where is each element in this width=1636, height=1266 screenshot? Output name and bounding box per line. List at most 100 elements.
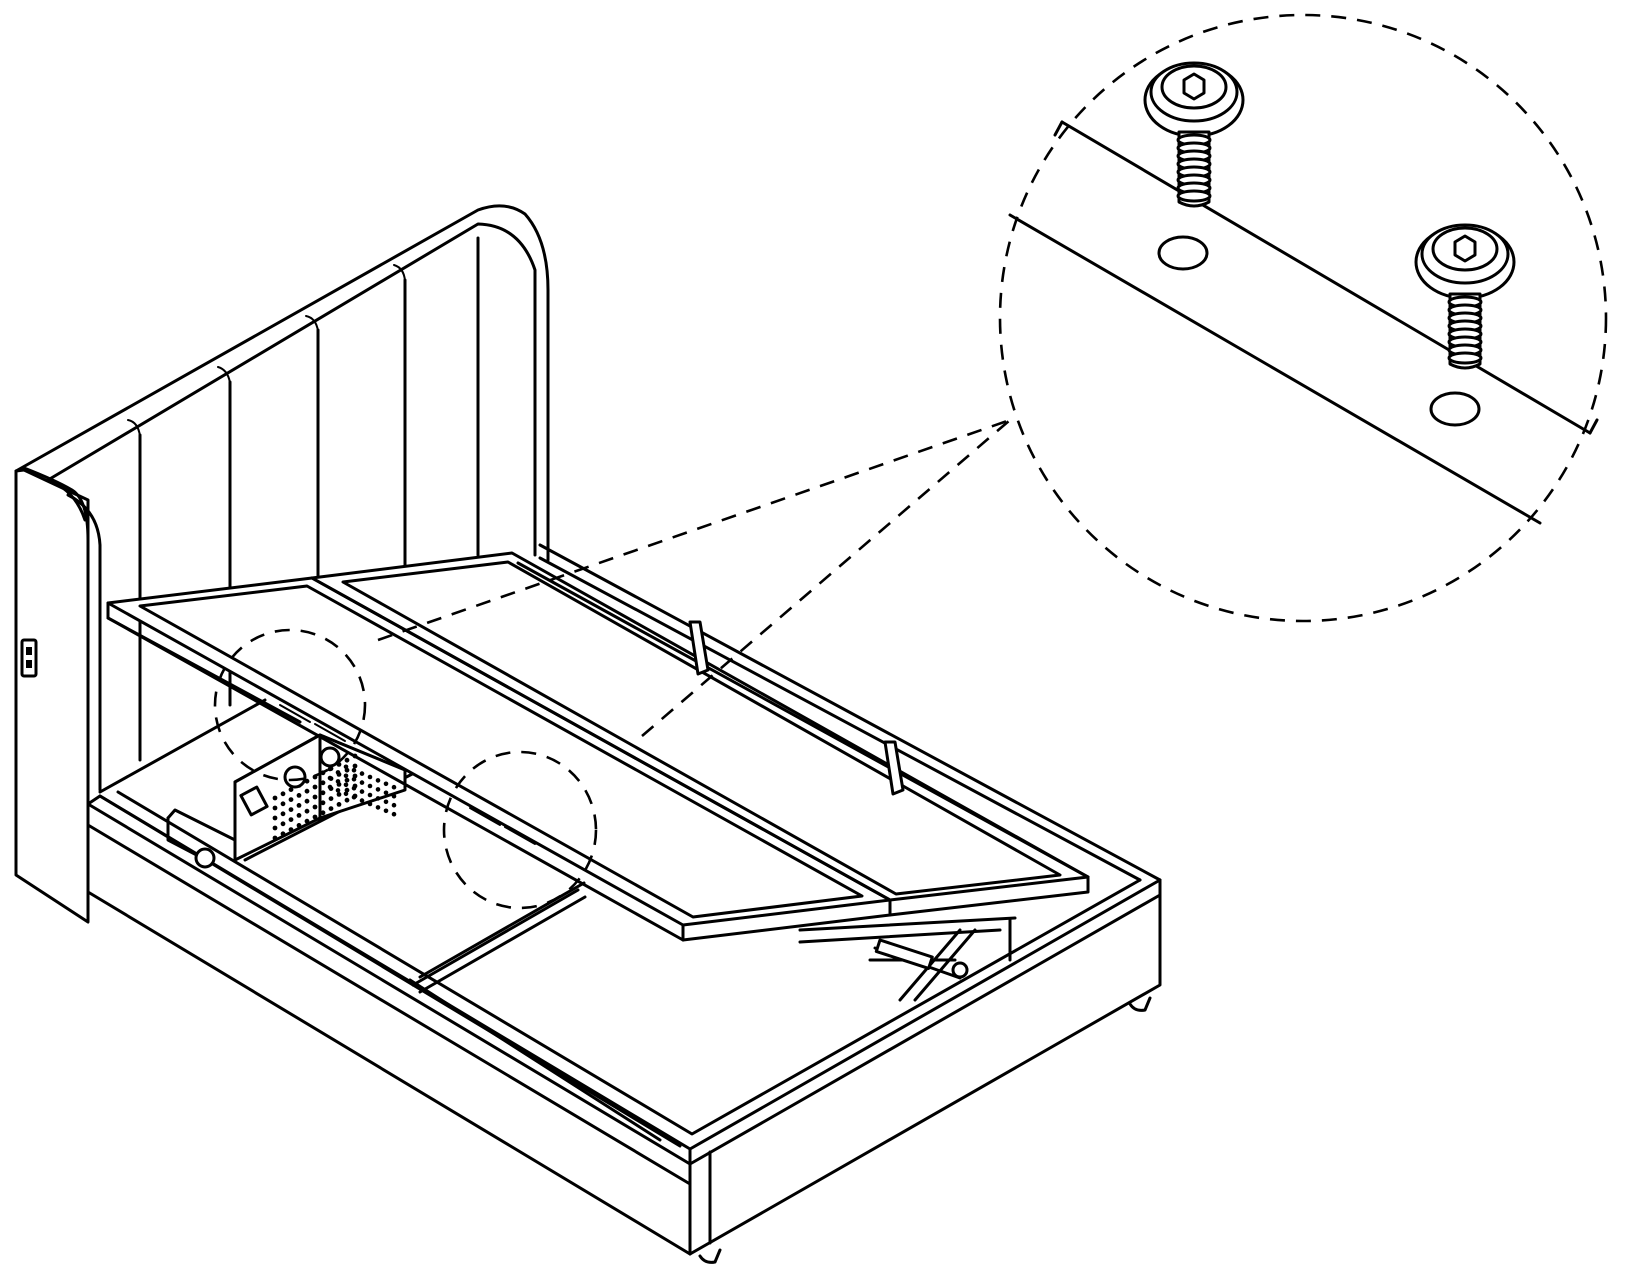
detail-zoom-content <box>1008 61 1599 525</box>
vent-hole <box>327 784 333 790</box>
vent-hole <box>391 793 397 799</box>
vent-hole <box>375 796 381 801</box>
vent-hole <box>288 807 294 812</box>
vent-hole <box>320 810 326 816</box>
headboard-end-face <box>14 468 90 924</box>
motor-control-box <box>166 733 407 869</box>
hex-socket-icon <box>1453 234 1477 263</box>
bracket-wheel-icon <box>194 847 216 869</box>
vent-hole <box>336 802 342 807</box>
callout-leader-upper <box>377 418 1011 642</box>
callout-leader-lower <box>641 419 1011 737</box>
vent-hole <box>335 788 341 793</box>
detail-bolt-hole-1 <box>1157 235 1209 271</box>
vent-hole <box>391 784 397 790</box>
vent-hole <box>280 831 286 837</box>
power-socket-icon <box>239 785 269 817</box>
vent-hole <box>367 774 373 780</box>
base-foot-front <box>698 1248 722 1264</box>
bolt-thread-ring <box>1176 189 1212 203</box>
vent-hole <box>272 825 278 831</box>
vent-hole <box>383 781 389 787</box>
base-foot-right <box>1128 996 1152 1012</box>
vent-hole <box>351 776 357 782</box>
vent-hole <box>328 806 334 811</box>
vent-hole <box>272 795 278 801</box>
lift-handle-2 <box>883 740 905 796</box>
vent-hole <box>280 791 286 797</box>
vent-hole <box>288 797 294 802</box>
vent-hole <box>351 785 357 791</box>
plug-connector-icon <box>283 765 307 789</box>
vent-hole <box>288 827 294 832</box>
detail-bolt-hole-2 <box>1429 391 1481 427</box>
base-foot-panel <box>688 893 1162 1256</box>
vent-hole <box>352 763 358 769</box>
vent-hole <box>320 800 326 806</box>
vent-hole <box>383 790 389 796</box>
vent-hole <box>343 764 349 770</box>
detail-callouts <box>213 13 1608 910</box>
vent-hole <box>375 778 381 783</box>
vent-hole <box>335 770 341 775</box>
vent-hole <box>343 782 349 788</box>
vent-hole <box>344 797 350 803</box>
vent-hole <box>375 805 381 810</box>
usb-port-icon <box>20 638 38 678</box>
vent-hole <box>343 791 349 797</box>
vent-hole <box>296 813 302 818</box>
vent-hole <box>327 775 333 781</box>
vent-hole <box>304 798 310 804</box>
vent-hole <box>375 787 381 792</box>
vent-hole <box>296 803 302 808</box>
vent-hole <box>367 783 373 789</box>
vent-hole <box>327 766 333 772</box>
vent-hole <box>383 808 389 814</box>
vent-hole <box>343 773 349 779</box>
vent-hole <box>272 805 278 811</box>
vent-hole <box>296 823 302 828</box>
vent-hole <box>280 811 286 817</box>
callout-circle-center <box>442 750 598 910</box>
vent-hole <box>272 835 278 841</box>
vent-hole <box>272 815 278 821</box>
vent-hole <box>312 814 318 820</box>
vent-hole <box>312 784 318 790</box>
vent-hole <box>336 792 342 797</box>
vent-hole <box>344 787 350 793</box>
detail-zoom-circle <box>998 13 1608 623</box>
detail-hex-bolt-1 <box>1143 61 1245 208</box>
vent-hole <box>304 818 310 824</box>
vent-hole <box>351 767 357 773</box>
gas-strut-icon <box>874 938 934 970</box>
center-cross-slat <box>411 888 580 987</box>
vent-hole <box>288 817 294 822</box>
vent-hole <box>359 798 365 803</box>
vent-hole <box>391 802 397 808</box>
hex-socket-icon <box>1182 72 1206 101</box>
vent-hole <box>304 788 310 794</box>
vent-hole <box>383 799 389 805</box>
vent-hole <box>312 794 318 800</box>
vent-hole <box>344 777 350 783</box>
lift-handle-1 <box>688 620 710 676</box>
vent-hole <box>296 793 302 798</box>
vent-hole <box>328 796 334 801</box>
vent-hole <box>320 780 326 786</box>
vent-hole <box>280 821 286 827</box>
vent-hole <box>304 808 310 814</box>
vent-hole <box>320 790 326 796</box>
vent-hole <box>391 811 397 817</box>
vent-hole <box>359 780 365 785</box>
vent-hole <box>335 779 341 784</box>
vent-hole <box>344 757 350 763</box>
detail-rail-strip-bottom <box>1008 213 1542 525</box>
vent-hole <box>367 801 373 807</box>
detail-rail-strip-top <box>1060 120 1592 435</box>
vent-hole <box>312 804 318 810</box>
bolt-thread-ring <box>1447 351 1483 365</box>
vent-hole <box>359 789 365 794</box>
gas-lift-mechanism <box>798 916 1017 1002</box>
vent-hole <box>359 771 365 776</box>
